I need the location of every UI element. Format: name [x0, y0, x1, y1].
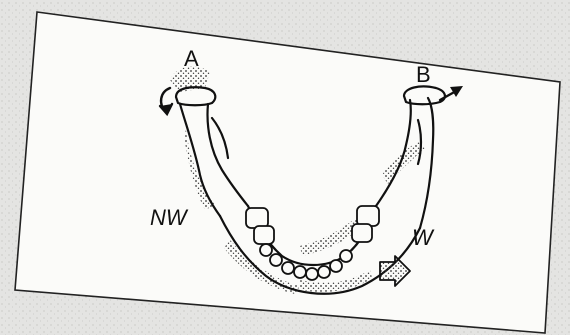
- left-molar-1: [246, 208, 268, 228]
- right-molar-1: [357, 206, 379, 226]
- right-molar-2: [352, 224, 372, 242]
- label-nw: NW: [150, 205, 189, 230]
- left-molar-2: [254, 226, 274, 244]
- label-b: B: [416, 62, 431, 87]
- label-w: W: [412, 225, 435, 250]
- label-a: A: [184, 46, 199, 71]
